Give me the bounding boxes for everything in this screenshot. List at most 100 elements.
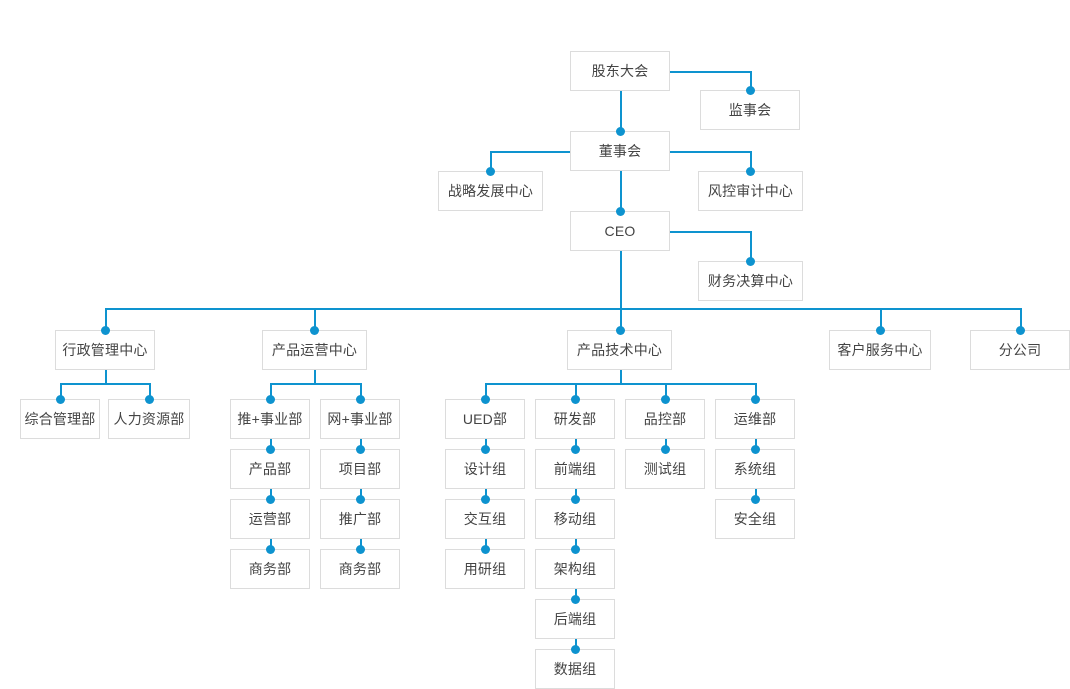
connector-dot-qa-to-test-group — [660, 444, 670, 454]
connector-dot-rd-to-frontend-group — [570, 444, 580, 454]
node-frontend-group[interactable]: 前端组 — [535, 449, 615, 489]
connector-dot-product-tech-center-down-1 — [570, 394, 580, 404]
node-data-group[interactable]: 数据组 — [535, 649, 615, 689]
node-hr-dept[interactable]: 人力资源部 — [108, 399, 190, 439]
node-board[interactable]: 董事会 — [570, 131, 670, 171]
node-label-backend-group: 后端组 — [553, 611, 597, 627]
node-label-customer-service-center: 客户服务中心 — [837, 342, 923, 358]
node-user-research-group[interactable]: 用研组 — [445, 549, 525, 589]
connector-admin-center-down-seg2 — [60, 383, 62, 399]
connector-dot-board-to-strategy-center — [485, 166, 495, 176]
node-branch-company[interactable]: 分公司 — [970, 330, 1070, 370]
connector-design-to-interaction-group-seg0 — [485, 489, 487, 499]
connector-dot-operations-to-business-dept — [265, 544, 275, 554]
node-product-tech-center[interactable]: 产品技术中心 — [567, 330, 672, 370]
node-ceo[interactable]: CEO — [570, 211, 670, 251]
connector-dot-project-to-promotion-dept — [355, 494, 365, 504]
connector-ceo-to-finance-center-seg0 — [670, 231, 750, 233]
node-general-admin-dept[interactable]: 综合管理部 — [20, 399, 100, 439]
node-finance-center[interactable]: 财务决算中心 — [698, 261, 803, 301]
node-business-dept-left[interactable]: 商务部 — [230, 549, 310, 589]
node-risk-audit-center[interactable]: 风控审计中心 — [698, 171, 803, 211]
node-rd-dept[interactable]: 研发部 — [535, 399, 615, 439]
node-ued-dept[interactable]: UED部 — [445, 399, 525, 439]
connector-product-tech-center-down-seg4 — [665, 383, 667, 399]
connector-dot-shareholders-to-supervisors — [745, 85, 755, 95]
node-label-security-group: 安全组 — [733, 511, 777, 527]
node-label-product-tech-center: 产品技术中心 — [576, 342, 663, 358]
node-label-branch-company: 分公司 — [998, 342, 1042, 358]
connector-dot-main-bus-to-admin-center — [100, 325, 110, 335]
connector-dot-system-to-security-group — [750, 494, 760, 504]
node-label-interaction-group: 交互组 — [463, 511, 507, 527]
connector-rd-to-frontend-group-seg0 — [575, 439, 577, 449]
node-label-general-admin-dept: 综合管理部 — [24, 411, 96, 427]
node-supervisors[interactable]: 监事会 — [700, 90, 800, 130]
node-tui-business-unit[interactable]: 推+事业部 — [230, 399, 310, 439]
connector-operations-to-business-dept-seg0 — [270, 539, 272, 549]
connector-dot-admin-center-down-1 — [144, 394, 154, 404]
node-label-tui-business-unit: 推+事业部 — [237, 411, 303, 427]
connector-board-to-strategy-center-seg0 — [490, 151, 570, 153]
connector-product-tech-center-down-seg5 — [755, 383, 757, 399]
node-ops-maintenance-dept[interactable]: 运维部 — [715, 399, 795, 439]
node-shareholders[interactable]: 股东大会 — [570, 51, 670, 91]
connector-dot-admin-center-down-0 — [55, 394, 65, 404]
node-label-product-ops-center: 产品运营中心 — [271, 342, 358, 358]
node-label-product-dept: 产品部 — [248, 461, 292, 477]
node-business-dept-right[interactable]: 商务部 — [320, 549, 400, 589]
connector-frontend-to-mobile-group-seg0 — [575, 489, 577, 499]
node-security-group[interactable]: 安全组 — [715, 499, 795, 539]
connector-tui-to-product-dept-seg0 — [270, 439, 272, 449]
connector-system-to-security-group-seg0 — [755, 489, 757, 499]
connector-dot-mobile-to-architecture-group — [570, 544, 580, 554]
connector-dot-main-bus-to-product-ops-center — [309, 325, 319, 335]
node-label-ceo: CEO — [604, 223, 636, 239]
node-label-mobile-group: 移动组 — [553, 511, 597, 527]
connector-dot-product-tech-center-down-3 — [750, 394, 760, 404]
connector-dot-backend-to-data-group — [570, 644, 580, 654]
connector-promotion-to-business-dept-seg0 — [360, 539, 362, 549]
node-system-group[interactable]: 系统组 — [715, 449, 795, 489]
node-backend-group[interactable]: 后端组 — [535, 599, 615, 639]
node-label-risk-audit-center: 风控审计中心 — [707, 183, 794, 199]
connector-main-bus-to-customer-service-center-seg0 — [880, 308, 882, 330]
node-project-dept[interactable]: 项目部 — [320, 449, 400, 489]
connector-wang-to-project-dept-seg0 — [360, 439, 362, 449]
connector-board-to-risk-audit-center-seg1 — [750, 151, 752, 171]
node-product-dept[interactable]: 产品部 — [230, 449, 310, 489]
connector-dot-product-tech-center-down-0 — [480, 394, 490, 404]
node-customer-service-center[interactable]: 客户服务中心 — [829, 330, 931, 370]
node-wang-business-unit[interactable]: 网+事业部 — [320, 399, 400, 439]
node-strategy-center[interactable]: 战略发展中心 — [438, 171, 543, 211]
connector-dot-ceo-to-finance-center — [745, 256, 755, 266]
connector-board-to-ceo-seg0 — [620, 171, 622, 211]
connector-admin-center-down-seg0 — [105, 370, 107, 383]
node-operations-dept[interactable]: 运营部 — [230, 499, 310, 539]
connector-dot-product-ops-center-down-1 — [355, 394, 365, 404]
node-mobile-group[interactable]: 移动组 — [535, 499, 615, 539]
node-promotion-dept[interactable]: 推广部 — [320, 499, 400, 539]
connector-dot-main-bus-to-branch-company — [1015, 325, 1025, 335]
node-label-supervisors: 监事会 — [728, 102, 772, 118]
node-label-business-dept-left: 商务部 — [248, 561, 292, 577]
node-test-group[interactable]: 测试组 — [625, 449, 705, 489]
node-label-shareholders: 股东大会 — [591, 63, 649, 79]
node-product-ops-center[interactable]: 产品运营中心 — [262, 330, 367, 370]
connector-qa-to-test-group-seg0 — [665, 439, 667, 449]
node-label-board: 董事会 — [598, 143, 642, 159]
connector-dot-product-to-operations-dept — [265, 494, 275, 504]
connector-product-tech-center-down-seg3 — [575, 383, 577, 399]
node-admin-center[interactable]: 行政管理中心 — [55, 330, 155, 370]
node-architecture-group[interactable]: 架构组 — [535, 549, 615, 589]
node-label-ued-dept: UED部 — [462, 411, 508, 427]
node-label-frontend-group: 前端组 — [553, 461, 597, 477]
connector-product-ops-center-down-seg2 — [270, 383, 272, 399]
connector-dot-promotion-to-business-dept — [355, 544, 365, 554]
connector-admin-center-down-seg3 — [149, 383, 151, 399]
node-design-group[interactable]: 设计组 — [445, 449, 525, 489]
node-interaction-group[interactable]: 交互组 — [445, 499, 525, 539]
connector-main-bus-seg0 — [105, 308, 1020, 310]
node-qa-dept[interactable]: 品控部 — [625, 399, 705, 439]
connector-mobile-to-architecture-group-seg0 — [575, 539, 577, 549]
